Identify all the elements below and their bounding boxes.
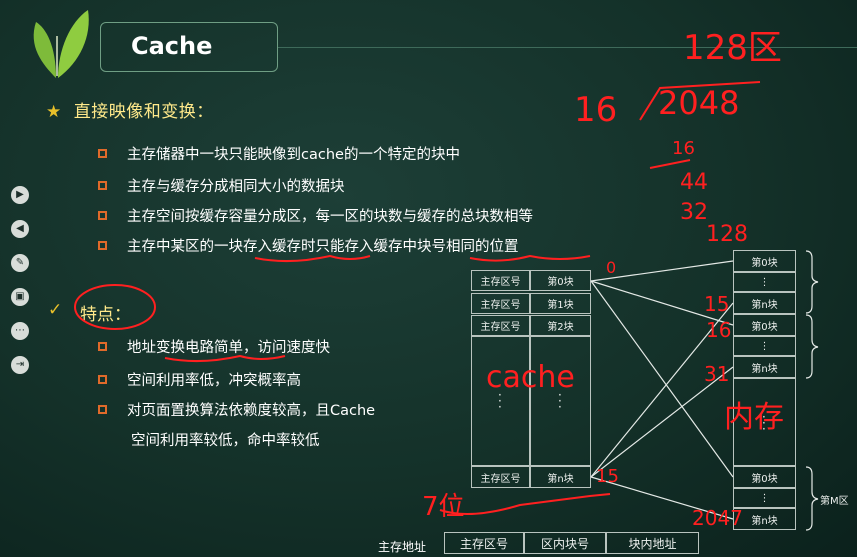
bullet-square-icon [98, 241, 107, 250]
bullet-item: 主存储器中一块只能映像到cache的一个特定的块中 [98, 143, 460, 164]
memory-block-cell: 第n块 [733, 292, 796, 314]
cache-region-ellipsis: ··· [498, 388, 502, 414]
bullet-square-icon [98, 211, 107, 220]
star-icon: ★ [46, 102, 62, 122]
cache-block-gap [530, 336, 591, 466]
annotation-calc-2: 44 [680, 170, 708, 195]
cache-region-cell: 主存区号 [471, 315, 530, 336]
features-label: 特点： [80, 305, 131, 325]
feature-item: 对页面置换算法依赖度较高，且Cache [98, 399, 375, 420]
cache-region-cell: 主存区号 [471, 270, 530, 291]
annotation-mark-0: 0 [606, 258, 617, 277]
title-box: Cache [100, 22, 278, 72]
cache-region-gap [471, 336, 530, 466]
address-field-region: 主存区号 [444, 532, 524, 554]
annotation-divisor: 16 [574, 90, 618, 130]
title-divider [278, 47, 857, 48]
cache-region-cell: 主存区号 [471, 293, 530, 314]
bullet-item: 主存中某区的一块存入缓存时只能存入缓存中块号相同的位置 [98, 235, 519, 256]
memory-ellipsis-cell: ⋮ [733, 488, 796, 508]
memory-block-cell: 第0块 [733, 250, 796, 272]
annotation-dividend: 2048 [658, 84, 740, 122]
feature-item: 空间利用率低，冲突概率高 [98, 369, 301, 390]
bullet-item: 主存与缓存分成相同大小的数据块 [98, 175, 345, 196]
cache-block-cell: 第2块 [530, 315, 591, 336]
handwritten-strokes [74, 81, 761, 515]
annotation-mark-15: 15 [704, 292, 730, 316]
cache-block-cell: 第1块 [530, 293, 591, 314]
check-icon: ✓ [48, 300, 63, 320]
logo-leaf-icon [33, 10, 89, 78]
annotation-calc-4: 128 [706, 222, 748, 247]
memory-ellipsis-cell: ⋮ [733, 272, 796, 292]
bullet-square-icon [98, 375, 107, 384]
memory-ellipsis-cell: ⋮ [733, 336, 796, 356]
memory-block-cell: 第n块 [733, 356, 796, 378]
next-icon[interactable]: ▶ [11, 186, 29, 204]
annotation-calc-3: 32 [680, 200, 708, 225]
annotation-mark-31: 31 [704, 362, 730, 386]
mapping-lines [590, 260, 734, 520]
screen-icon[interactable]: ▣ [11, 288, 29, 306]
cache-block-cell: 第n块 [530, 466, 591, 488]
annotation-memory: 内存 [724, 400, 784, 435]
annotation-cache-end: 15 [596, 466, 619, 487]
feature-item-continued: 空间利用率较低，命中率较低 [131, 433, 320, 449]
memory-ellipsis: ··· [762, 410, 766, 436]
annotation-bits: 7位 [422, 492, 465, 522]
section-heading: ★ 直接映像和变换： [46, 97, 214, 122]
prev-icon[interactable]: ◀ [11, 220, 29, 238]
annotation-mark-16: 16 [706, 318, 732, 342]
cache-block-ellipsis: ··· [558, 388, 562, 414]
section-heading-text: 直接映像和变换： [73, 102, 214, 122]
memory-group-label: 第M区 [820, 496, 849, 507]
address-field-block: 区内块号 [524, 532, 606, 554]
memory-block-cell: 第n块 [733, 508, 796, 530]
cache-block-cell: 第0块 [530, 270, 591, 291]
annotation-mem-end: 2047 [692, 506, 743, 530]
annotation-top-number: 128区 [683, 28, 782, 68]
cache-region-cell: 主存区号 [471, 466, 530, 488]
memory-block-cell: 第0块 [733, 466, 796, 488]
memory-block-cell: 第0块 [733, 314, 796, 336]
more-icon[interactable]: ⋯ [11, 322, 29, 340]
slide-title: Cache [131, 32, 213, 60]
annotation-calc-1: 16 [672, 138, 695, 159]
bullet-square-icon [98, 149, 107, 158]
bullet-square-icon [98, 342, 107, 351]
exit-icon[interactable]: ⇥ [11, 356, 29, 374]
bullet-item: 主存空间按缓存容量分成区，每一区的块数与缓存的总块数相等 [98, 205, 533, 226]
pen-icon[interactable]: ✎ [11, 254, 29, 272]
bullet-square-icon [98, 405, 107, 414]
address-field-offset: 块内地址 [606, 532, 699, 554]
annotation-cache: cache [486, 360, 575, 395]
memory-gap [733, 378, 796, 466]
feature-item: 地址变换电路简单，访问速度快 [98, 336, 330, 357]
address-label: 主存地址 [378, 540, 427, 554]
memory-braces [805, 250, 819, 531]
bullet-square-icon [98, 181, 107, 190]
